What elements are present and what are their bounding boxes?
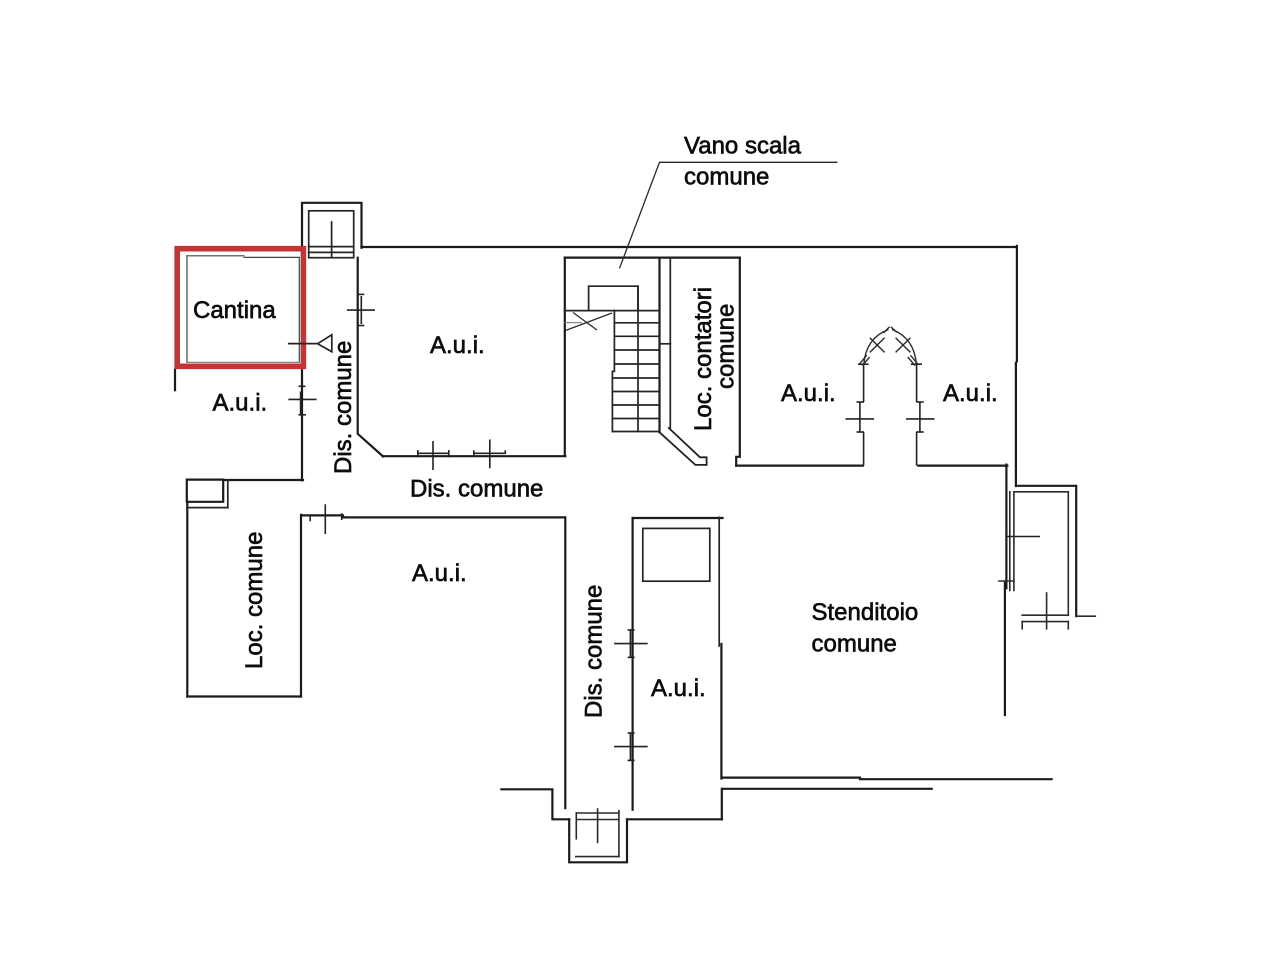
- svg-text:comune: comune: [812, 631, 897, 658]
- svg-text:A.u.i.: A.u.i.: [781, 380, 836, 407]
- svg-text:Dis. comune: Dis. comune: [330, 341, 357, 474]
- svg-text:Loc. contatori: Loc. contatori: [690, 287, 717, 431]
- svg-text:A.u.i.: A.u.i.: [213, 390, 268, 417]
- svg-text:A.u.i.: A.u.i.: [412, 560, 467, 587]
- svg-text:Stenditoio: Stenditoio: [812, 599, 919, 626]
- svg-text:Cantina: Cantina: [193, 297, 276, 324]
- svg-text:Vano scala: Vano scala: [684, 133, 802, 160]
- svg-text:Dis. comune: Dis. comune: [410, 476, 543, 503]
- svg-text:comune: comune: [713, 304, 740, 389]
- svg-text:comune: comune: [684, 164, 769, 191]
- svg-text:A.u.i.: A.u.i.: [943, 380, 998, 407]
- svg-text:A.u.i.: A.u.i.: [651, 675, 706, 702]
- svg-text:Dis. comune: Dis. comune: [581, 585, 608, 718]
- svg-text:Loc. comune: Loc. comune: [241, 532, 268, 669]
- svg-text:A.u.i.: A.u.i.: [430, 332, 485, 359]
